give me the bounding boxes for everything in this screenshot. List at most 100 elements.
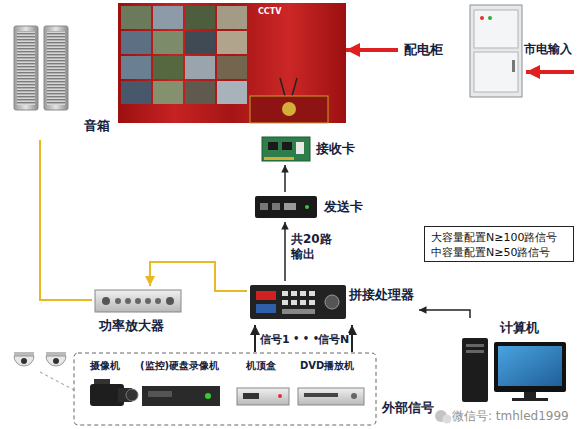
computer-icon	[462, 338, 566, 402]
splicing-processor-icon	[282, 291, 288, 296]
sender-card-icon	[260, 203, 268, 210]
connector	[351, 325, 353, 352]
connector	[346, 48, 398, 52]
edge-label: 共20路 输出	[291, 232, 335, 262]
led-screen-picture	[282, 102, 296, 116]
connector	[284, 222, 286, 281]
led-screen-picture	[185, 31, 215, 54]
computer-node: 计算机	[456, 318, 572, 402]
computer-icon	[466, 350, 484, 353]
led-screen-picture	[217, 6, 247, 29]
capacity-note-box: 大容量配置N≥100路信号中容量配置N≥50路信号	[424, 226, 574, 262]
sender-card-node: 发送卡	[252, 192, 368, 222]
node-label: 配电柜	[404, 42, 443, 58]
node-label: 机顶盒	[246, 360, 276, 372]
receiver-card-icon	[262, 137, 310, 161]
edge-label: 信号1	[260, 333, 290, 347]
sender-card-icon	[255, 196, 317, 218]
speaker-icon	[47, 31, 65, 105]
dvd-player-icon	[298, 388, 364, 405]
power-amplifier-icon	[155, 298, 161, 304]
splicing-processor-icon	[282, 309, 315, 314]
speaker-icon	[17, 31, 35, 105]
speaker-icon	[14, 26, 38, 110]
led-screen-picture	[153, 31, 183, 54]
connector	[254, 325, 256, 352]
ellipsis-dots: • • •	[293, 333, 319, 345]
set-top-box-node: 机顶盒	[234, 358, 294, 418]
led-screen-picture	[121, 56, 151, 79]
wechat-icon	[435, 410, 452, 424]
led-screen-picture	[121, 81, 151, 104]
node-label: DVD播放机	[300, 360, 354, 372]
splicing-processor-icon	[309, 300, 315, 305]
computer-icon	[494, 342, 566, 392]
dvr-node: (监控)硬盘录像机	[136, 358, 228, 418]
set-top-box-icon	[243, 393, 259, 399]
set-top-box-icon	[278, 394, 282, 398]
power-amplifier-icon	[95, 290, 181, 312]
node-label: 拼接处理器	[349, 287, 414, 303]
receiver-card-icon	[262, 137, 310, 161]
node-label: (监控)硬盘录像机	[140, 360, 219, 372]
splicing-processor-icon	[250, 285, 346, 319]
splicing-processor-icon	[300, 291, 306, 296]
computer-icon	[466, 344, 484, 347]
connector	[150, 262, 247, 291]
led-screen-picture	[217, 56, 247, 79]
distribution-cabinet-icon	[488, 16, 492, 20]
splicing-processor-icon	[256, 304, 276, 313]
power-amplifier-icon	[125, 298, 131, 304]
power-amplifier-icon	[135, 298, 141, 304]
power-amplifier-icon	[102, 297, 110, 305]
node-label: 功率放大器	[99, 318, 164, 334]
sender-card-icon	[272, 203, 280, 210]
splicing-processor-icon	[282, 300, 288, 305]
led-screen-picture	[153, 56, 183, 79]
led-screen-picture	[153, 6, 183, 29]
splicing-processor-icon	[250, 285, 346, 319]
splicing-processor-icon	[291, 300, 297, 305]
distribution-cabinet-icon	[512, 60, 515, 72]
power-amplifier-icon	[166, 297, 174, 305]
splicing-processor-icon	[291, 291, 297, 296]
distribution-cabinet-icon	[470, 5, 522, 97]
mains-arrow	[526, 72, 574, 73]
wechat-icon	[443, 415, 452, 424]
distribution-cabinet-icon	[480, 16, 484, 20]
led-screen-picture	[292, 78, 297, 96]
watermark: 微信号: tmhled1999	[452, 409, 569, 423]
splicing-processor-icon	[325, 295, 339, 309]
speaker-icon	[47, 31, 65, 105]
camcorder-icon	[90, 379, 138, 406]
edge-label: 信号N	[318, 333, 349, 347]
led-screen-picture	[153, 81, 183, 104]
node-label: 摄像机	[90, 360, 120, 372]
power-amplifier-icon	[115, 298, 121, 304]
dome-camera-icon	[14, 356, 34, 366]
dvr-icon	[148, 391, 172, 397]
led-screen-picture	[185, 81, 215, 104]
dvd-player-icon	[304, 393, 338, 397]
led-screen-picture	[118, 3, 346, 123]
sender-card-icon	[255, 196, 317, 218]
receiver-card-node: 接收卡	[258, 133, 366, 165]
mains-arrow	[526, 70, 574, 74]
dvr-icon	[205, 393, 211, 399]
led-screen-picture	[121, 6, 151, 29]
node-label: CCTV	[258, 7, 281, 17]
splicing-processor-icon	[300, 300, 306, 305]
connector	[40, 140, 92, 300]
node-label: 外部信号	[382, 400, 434, 416]
splicing-processor-icon	[256, 291, 276, 300]
led-screen-picture	[217, 31, 247, 54]
node-label: 接收卡	[316, 141, 355, 157]
led-screen-picture	[121, 31, 151, 54]
led-screen-picture	[118, 3, 346, 123]
mains-input-label: 市电输入	[524, 42, 572, 56]
speaker-icon	[44, 26, 68, 110]
camcorder-icon	[94, 379, 110, 384]
